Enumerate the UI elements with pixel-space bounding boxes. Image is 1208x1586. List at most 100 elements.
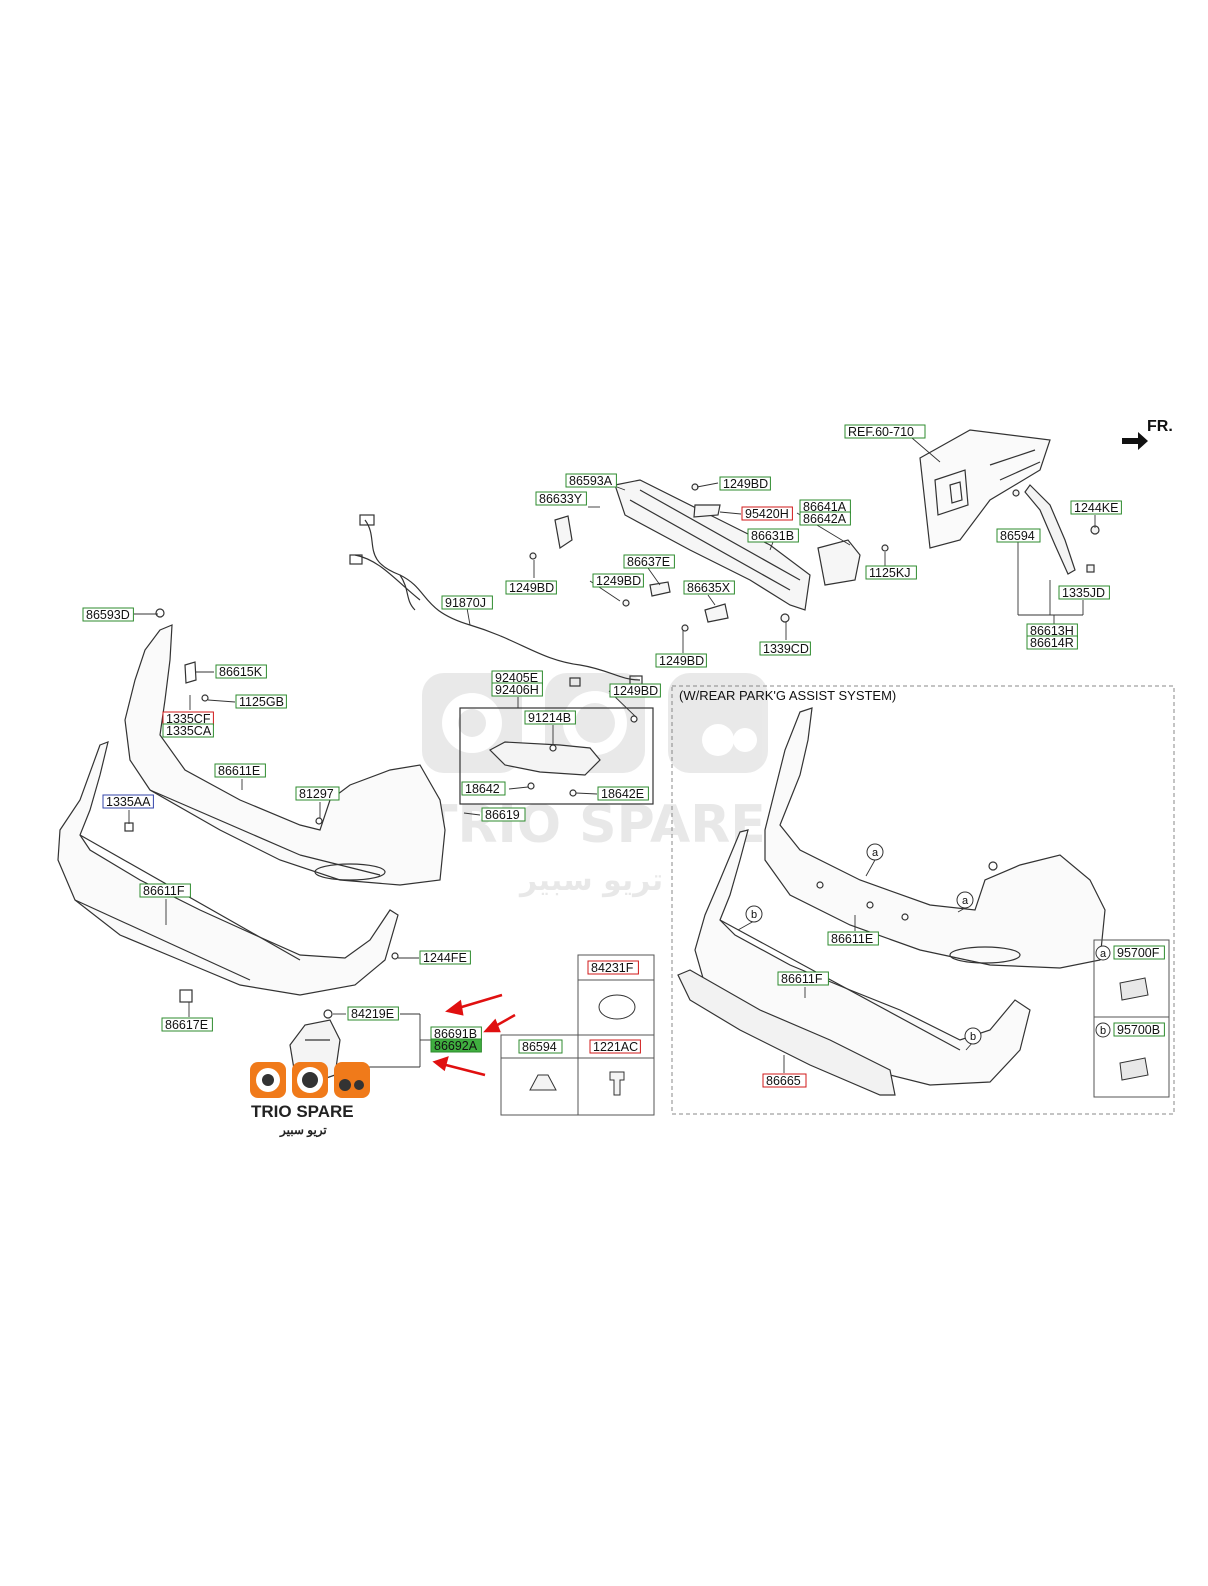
part-label-box [139,883,191,898]
direction-label: FR. [1147,418,1173,435]
part-label-box [491,682,543,697]
part-label-p86593A: 86593A [565,473,617,488]
part-label-text: 86611F [781,972,823,986]
part-label-p86611E_2: 86611E [827,931,879,946]
part-label-p1249BD_4: 1249BD [655,653,707,668]
upper-bumper-cover-drawing [124,608,446,886]
part-label-box [719,476,771,491]
part-label-box [1070,500,1122,515]
part-label-p1244KE: 1244KE [1070,500,1122,515]
part-label-box [623,554,675,569]
part-label-box [214,763,266,778]
part-label-p1249BD_1: 1249BD [719,476,771,491]
part-label-box [102,794,154,809]
part-label-box [844,424,926,439]
watermark-arabic: تريو سبير [518,863,663,898]
part-label-box [1113,1022,1165,1037]
part-label-p1125KJ: 1125KJ [865,565,917,580]
part-label-p95700F: 95700F [1113,945,1165,960]
part-label-p86611F_1: 86611F [139,883,191,898]
part-label-text: 86641A [803,500,847,514]
part-label-p86633Y: 86633Y [535,491,587,506]
part-label-box [609,683,661,698]
part-label-box [235,694,287,709]
part-label-box [518,1039,563,1054]
part-label-text: 86614R [1030,636,1074,650]
part-label-p1335JD: 1335JD [1058,585,1110,600]
part-label-p86642A: 86642A [799,511,851,526]
part-label-text: 1244FE [423,951,467,965]
part-label-box [589,1039,641,1054]
part-label-box [565,473,617,488]
part-label-box [505,580,557,595]
part-label-p1249BD_5: 1249BD [609,683,661,698]
part-label-text: REF.60-710 [848,425,914,439]
part-label-text: 1249BD [596,574,641,588]
part-label-p86611E_1: 86611E [214,763,266,778]
part-label-p1125GB: 1125GB [235,694,287,709]
part-label-text: 84231F [591,961,634,975]
part-label-p1335CA: 1335CA [162,723,214,738]
part-label-text: 18642E [601,787,644,801]
part-label-box [777,971,829,986]
part-label-p92405E: 92405E [491,670,543,685]
part-label-text: 1339CD [763,642,809,656]
part-label-text: 86593A [569,474,613,488]
part-label-p86594_2: 86594 [518,1039,563,1054]
part-label-text: 91214B [528,711,571,725]
part-label-box [161,1017,213,1032]
part-label-box [759,641,811,656]
part-label-text: 1335JD [1062,586,1105,600]
part-label-p86641A: 86641A [799,499,851,514]
part-label-p1339CD: 1339CD [759,641,811,656]
part-labels: REF.60-710 86593A 86633Y 1249BD 95420H 86641A… [82,424,1165,1088]
body-panel-drawing [919,429,1051,549]
part-label-text: 86642A [803,512,847,526]
part-label-text: 86594 [522,1040,557,1054]
part-label-p86635X: 86635X [683,580,735,595]
part-label-p86637E: 86637E [623,554,675,569]
part-label-text: 1125GB [239,695,284,709]
lower-bumper-cover-drawing [57,741,399,1003]
part-label-text: 84219E [351,1007,394,1021]
part-label-p95420H: 95420H [741,506,793,521]
part-label-text: 86611E [831,932,873,946]
part-label-text: 86615K [219,665,263,679]
brand-logo: TRIO SPARE تريو سبير [250,1062,370,1138]
callout-letters: a a b b a b [751,847,1107,1043]
part-label-text: 1335AA [106,795,151,809]
part-label-p86631B: 86631B [747,528,799,543]
part-label-text: 86594 [1000,529,1035,543]
front-direction-indicator: FR. [1122,418,1173,450]
part-label-text: 86593D [86,608,130,622]
part-label-box [481,807,526,822]
part-label-p86691B: 86691B [430,1026,482,1041]
part-label-p86619: 86619 [481,807,526,822]
park-assist-upper-bumper-drawing [764,707,1106,969]
wiring-harness-drawing [349,514,643,687]
part-label-p1249BD_3: 1249BD [505,580,557,595]
part-label-text: 92405E [495,671,538,685]
part-label-text: 95420H [745,507,789,521]
part-label-p86665: 86665 [762,1073,807,1088]
part-label-box [587,960,639,975]
part-label-text: 1221AC [593,1040,638,1054]
part-label-text: 86692A [434,1039,478,1053]
part-label-text: 18642 [465,782,500,796]
part-label-text: 86617E [165,1018,208,1032]
callout-circles [745,843,1111,1045]
part-label-text: 1125KJ [869,566,910,580]
part-label-text: 1244KE [1074,501,1118,515]
part-label-box [741,506,793,521]
part-label-p86614R: 86614R [1026,635,1078,650]
part-label-p1221AC: 1221AC [589,1039,641,1054]
part-label-box [295,786,340,801]
small-parts-table [500,954,655,1116]
svg-text:b: b [1100,1025,1106,1037]
part-label-p91214B: 91214B [524,710,576,725]
part-label-text: 92406H [495,683,539,697]
part-label-p91870J: 91870J [441,595,493,610]
svg-text:a: a [962,895,969,907]
park-assist-title: (W/REAR PARK'G ASSIST SYSTEM) [679,688,896,703]
arrow-right-icon [1122,432,1148,450]
